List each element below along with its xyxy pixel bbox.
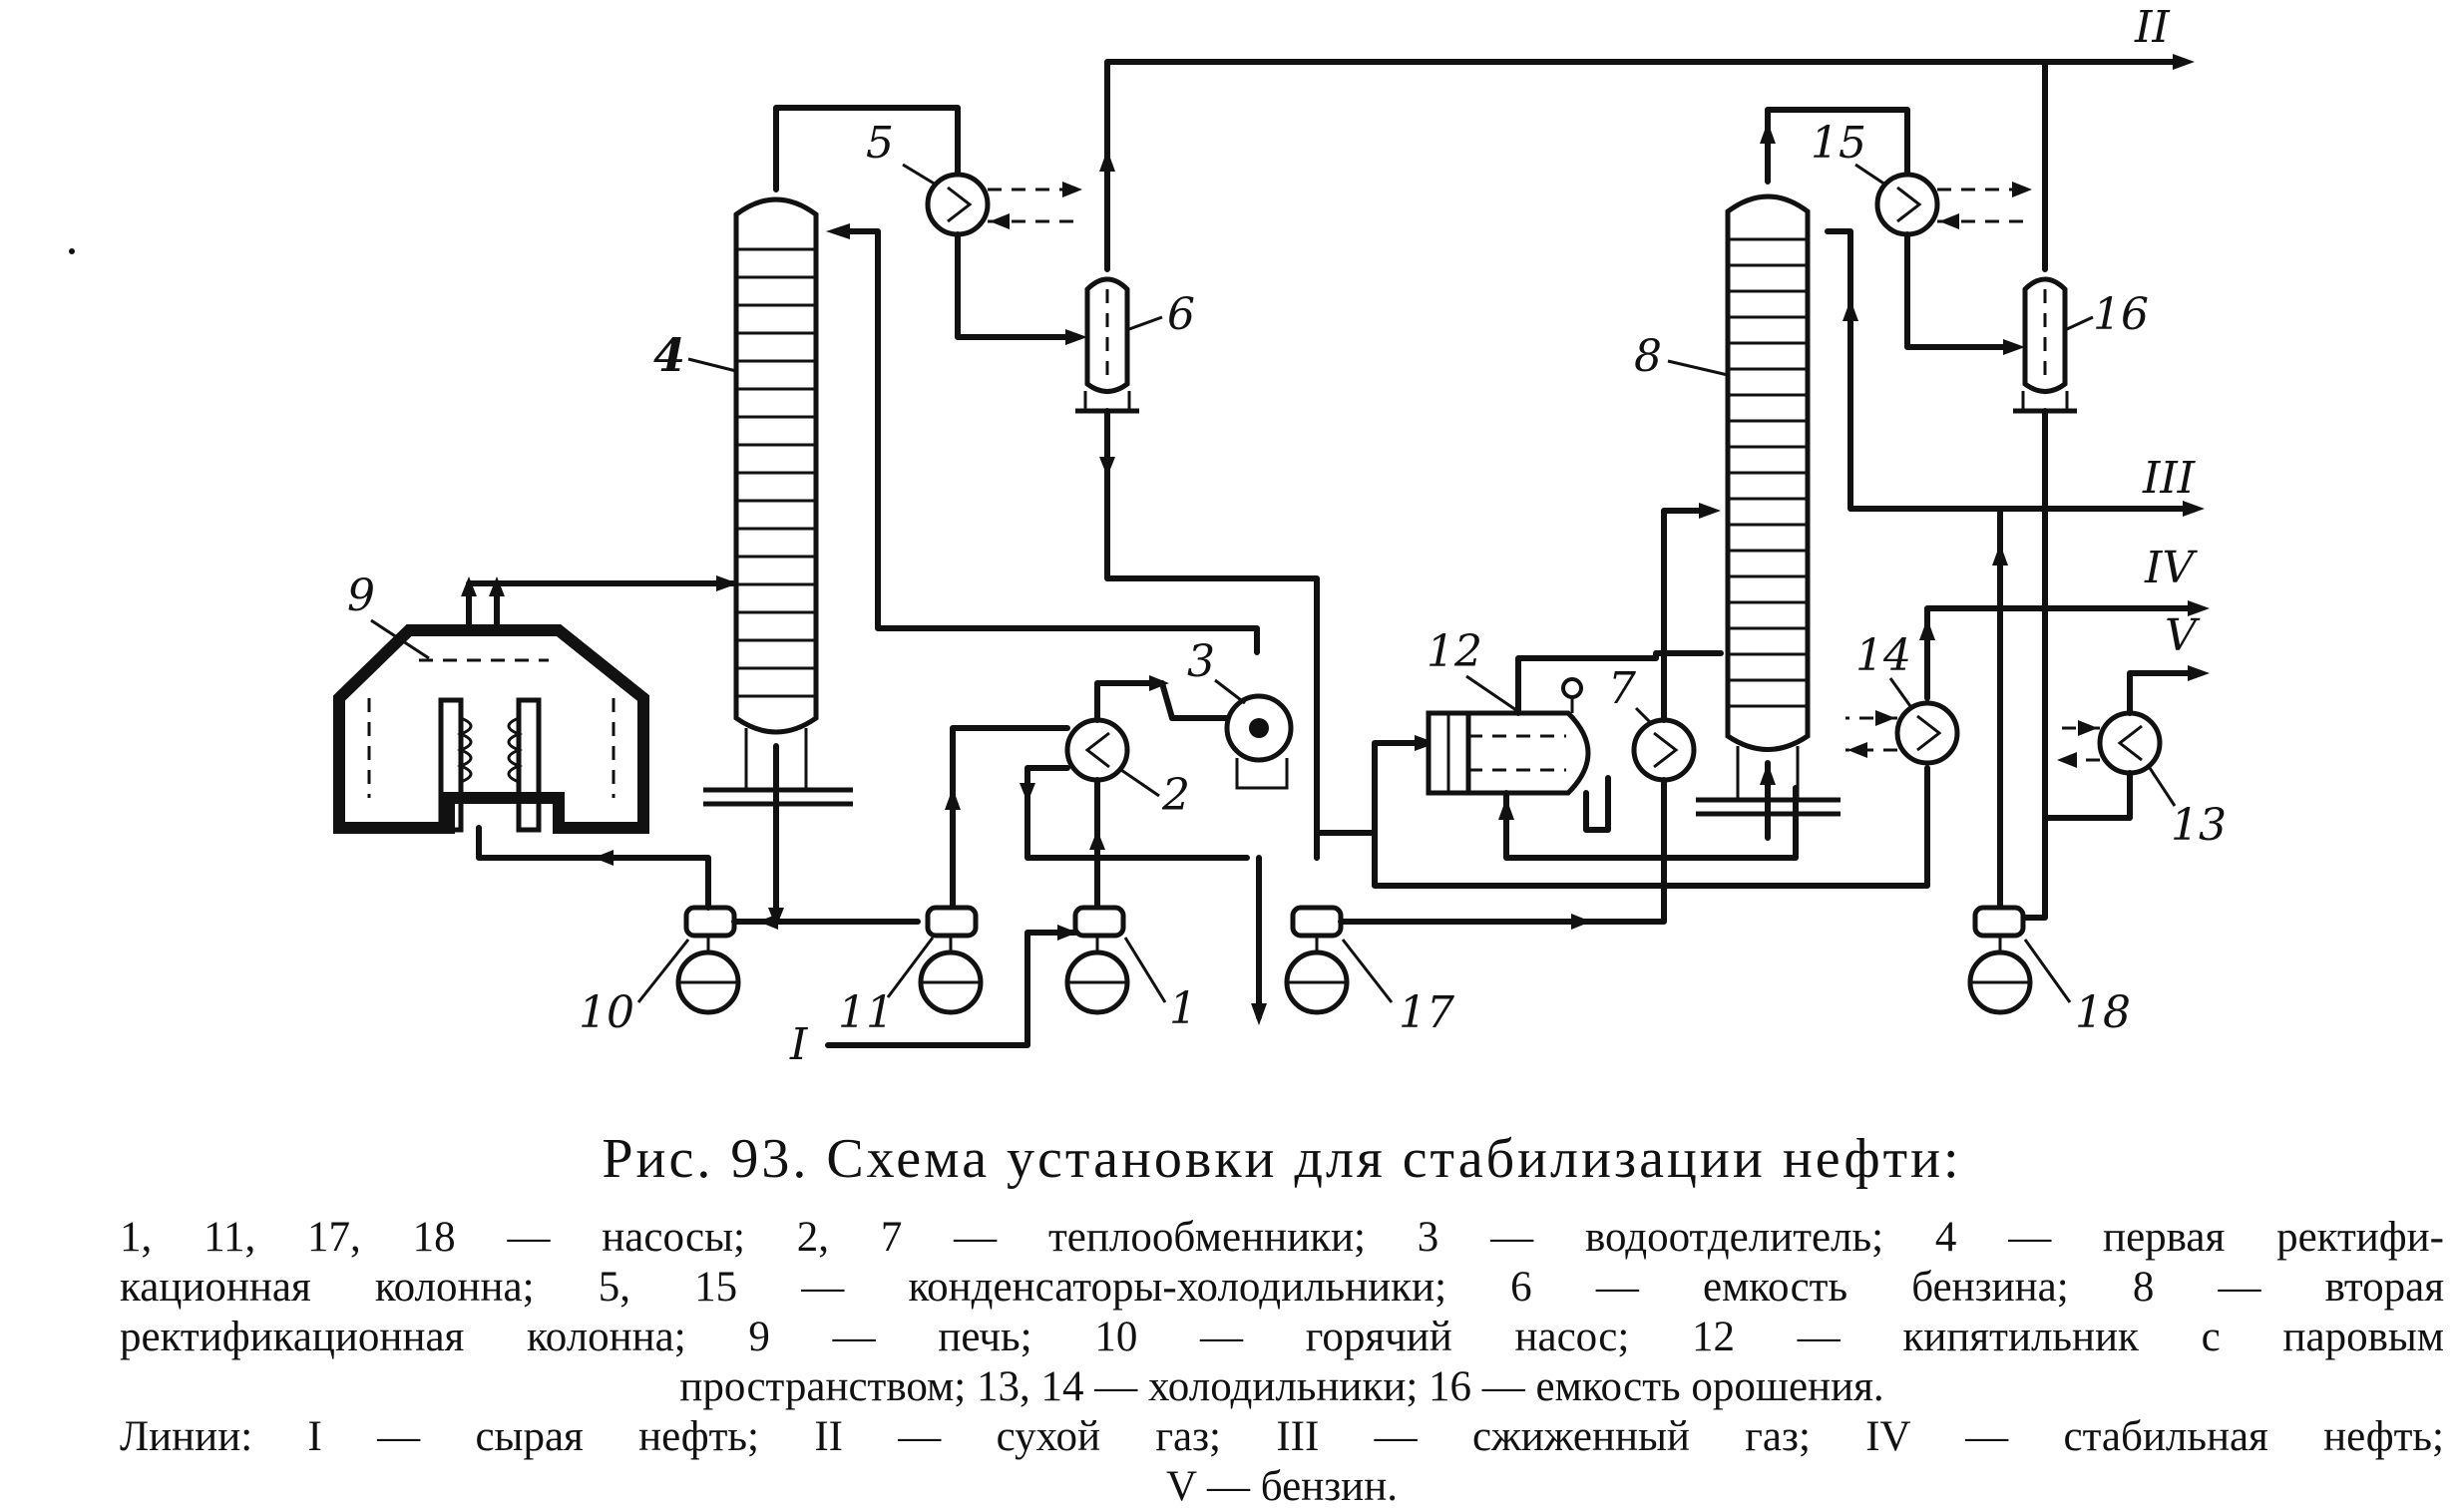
line-5-label: V: [2165, 610, 2201, 661]
furnace: [333, 624, 649, 834]
pump-10: [675, 905, 741, 1015]
label-pump-1: 1: [1169, 983, 1197, 1034]
cooler-13: [2055, 710, 2163, 776]
heat-exchanger-2: [1064, 717, 1130, 783]
label-pump-10: 10: [579, 987, 634, 1038]
label-cooler-13: 13: [2171, 800, 2227, 851]
label-column-1: 4: [653, 328, 685, 382]
label-heat-exchanger-7: 7: [1608, 663, 1636, 714]
label-reboiler: 12: [1427, 626, 1482, 677]
line-1-label: I: [789, 1019, 809, 1070]
label-cooler-14: 14: [1855, 630, 1911, 681]
reboiler-12: [1426, 677, 1591, 796]
column-second-rectification: [1696, 193, 1841, 817]
line-4-label: IV: [2144, 543, 2198, 593]
label-pump-11: 11: [838, 987, 894, 1038]
column-first-rectification: [703, 196, 853, 807]
figure-caption: Рис. 93. Схема установки для стабилизаци…: [602, 1128, 1962, 1190]
legend-line: 1, 11, 17, 18 — насосы; 2, 7 — теплообме…: [120, 1214, 2444, 1261]
legend-line: пространством; 13, 14 — холодильники; 16…: [679, 1363, 1884, 1410]
label-pump-18: 18: [2075, 987, 2131, 1038]
legend-line: Линии: I — сырая нефть; II — сухой газ; …: [120, 1413, 2444, 1460]
label-pump-17: 17: [1399, 987, 1454, 1038]
label-gasoline-vessel: 6: [1167, 289, 1195, 340]
pump-1: [1064, 905, 1130, 1015]
label-condenser-15: 15: [1811, 118, 1866, 169]
legend-line: V — бензин.: [1166, 1463, 1398, 1510]
label-furnace: 9: [347, 570, 375, 621]
label-condenser-5: 5: [866, 118, 894, 169]
pump-11: [918, 905, 984, 1015]
label-reflux-vessel: 16: [2093, 289, 2149, 340]
pump-17: [1284, 905, 1350, 1015]
heat-exchanger-7: [1631, 717, 1697, 783]
process-flow-diagram: 9 4: [69, 2, 2227, 1070]
gasoline-vessel-6: [1075, 276, 1139, 414]
legend-line: кационная колонна; 5, 15 — конденсаторы-…: [120, 1264, 2444, 1311]
water-separator-3: [1224, 693, 1294, 790]
label-heat-exchanger-2: 2: [1161, 770, 1190, 821]
label-column-2: 8: [1634, 331, 1662, 382]
line-3-label: III: [2142, 453, 2197, 504]
pump-18: [1967, 905, 2033, 1015]
condenser-15: [1874, 172, 2032, 237]
cooler-14: [1845, 700, 1960, 766]
condenser-5: [925, 172, 1082, 237]
legend-line: ректификационная колонна; 9 — печь; 10 —…: [120, 1314, 2444, 1360]
label-water-separator: 3: [1187, 636, 1215, 687]
reflux-vessel-16: [2013, 276, 2077, 414]
figure-caption-block: Рис. 93. Схема установки для стабилизаци…: [120, 1127, 2444, 1512]
line-2-label: II: [2134, 2, 2171, 53]
